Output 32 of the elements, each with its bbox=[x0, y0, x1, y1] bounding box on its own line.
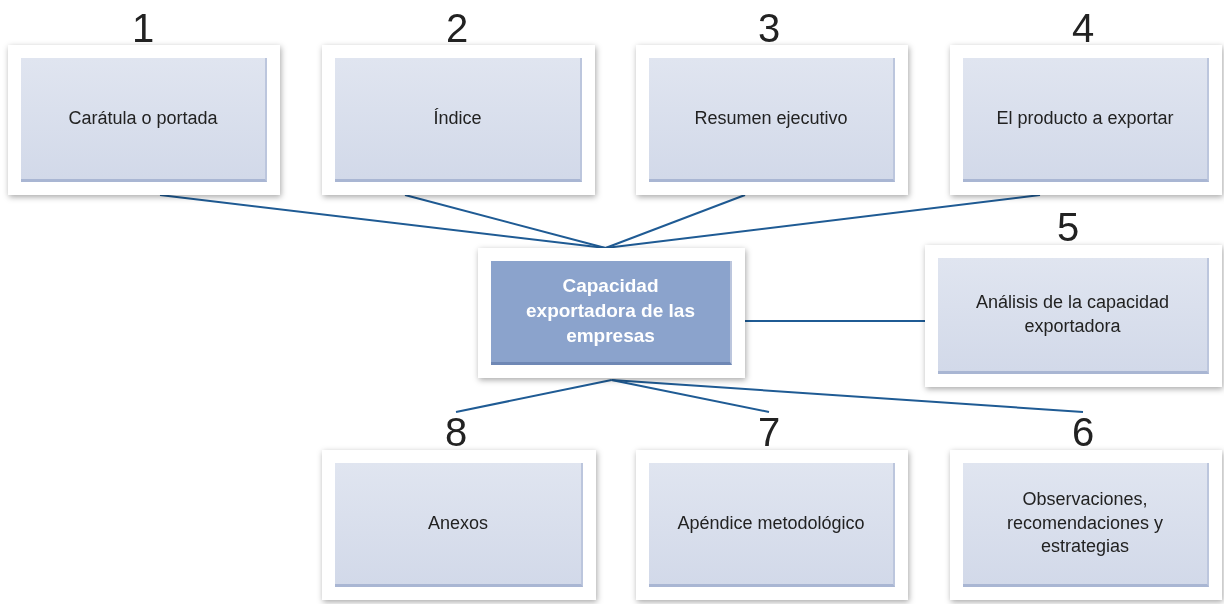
section-box bbox=[8, 45, 280, 195]
section-number: 6 bbox=[1071, 412, 1095, 452]
section-title: Resumen ejecutivo bbox=[694, 106, 848, 130]
connector-line bbox=[604, 194, 1041, 249]
section-box bbox=[636, 450, 908, 600]
section-number: 3 bbox=[757, 8, 781, 48]
section-title: Observaciones, recomendaciones y estrategias bbox=[1005, 488, 1165, 559]
connector-line bbox=[744, 320, 926, 322]
connector-line bbox=[404, 194, 607, 249]
connector-line bbox=[610, 379, 1084, 413]
section-title: Índice bbox=[433, 106, 482, 130]
section-box bbox=[950, 450, 1222, 600]
section-title: Capacidad exportadora de las empresas bbox=[525, 274, 696, 348]
central-topic-box bbox=[478, 248, 745, 378]
section-number: 8 bbox=[444, 412, 468, 452]
section-number: 5 bbox=[1056, 207, 1080, 247]
section-number: 7 bbox=[757, 412, 781, 452]
section-box bbox=[950, 45, 1222, 195]
section-title: Carátula o portada bbox=[68, 106, 218, 130]
section-box bbox=[925, 245, 1222, 387]
section-title: Anexos bbox=[427, 511, 488, 535]
section-title: Análisis de la capacidad exportadora bbox=[974, 291, 1171, 338]
section-title: Apéndice metodológico bbox=[677, 511, 865, 535]
connector-line bbox=[604, 194, 746, 249]
connector-line bbox=[455, 379, 613, 413]
section-number: 4 bbox=[1071, 8, 1095, 48]
section-box bbox=[636, 45, 908, 195]
section-title: El producto a exportar bbox=[996, 106, 1174, 130]
section-number: 1 bbox=[131, 8, 155, 48]
section-box bbox=[322, 45, 595, 195]
section-number: 2 bbox=[445, 8, 469, 48]
section-box bbox=[322, 450, 596, 600]
